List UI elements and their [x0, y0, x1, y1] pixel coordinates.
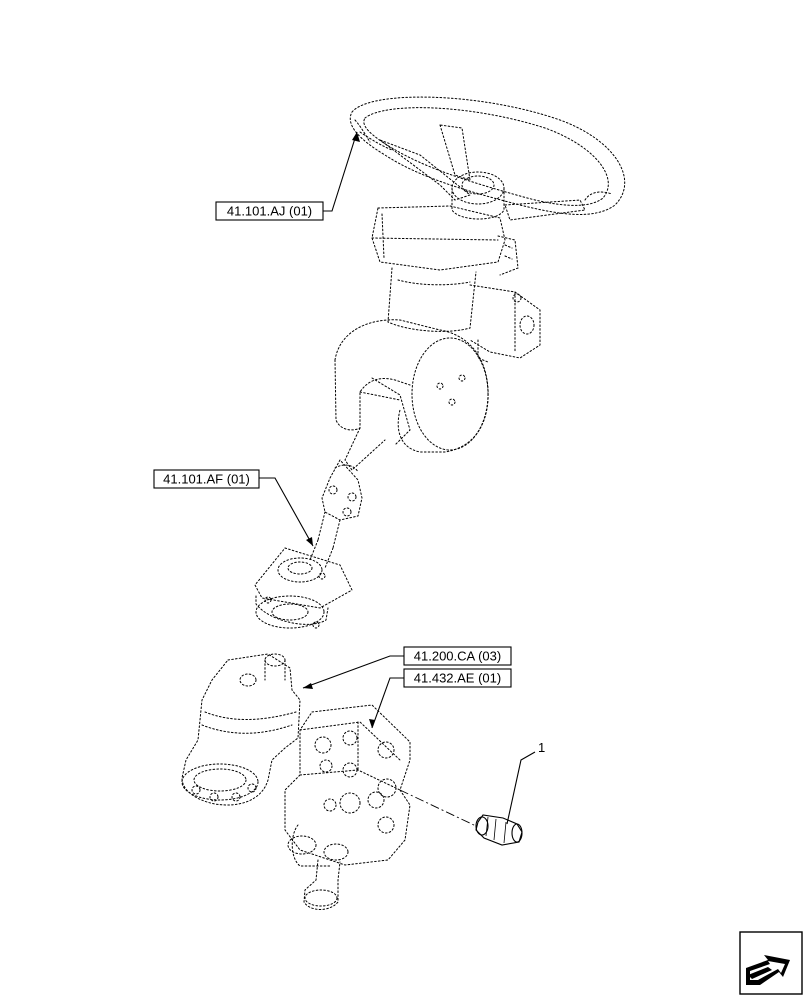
- steering-wheel-drawing: [349, 96, 626, 221]
- valve-block-drawing: [284, 704, 411, 910]
- mounting-flange: [254, 547, 353, 629]
- steering-column-head: [371, 205, 541, 363]
- item-number-1: 1: [538, 740, 545, 755]
- callout-steering-column-label: 41.101.AF (01): [163, 472, 250, 487]
- steering-motor-drawing: [181, 653, 301, 806]
- column-bracket: [334, 319, 489, 471]
- callout-steering-motor-label: 41.200.CA (03): [414, 649, 501, 664]
- callout-steering-column[interactable]: 41.101.AF (01): [153, 469, 260, 489]
- pressure-switch-drawing: [399, 789, 523, 846]
- leader-lines: [259, 131, 536, 825]
- next-page-arrow-icon[interactable]: [739, 931, 803, 995]
- callout-steering-wheel-label: 41.101.AJ (01): [227, 204, 312, 219]
- callout-valve-block[interactable]: 41.432.AE (01): [403, 668, 512, 688]
- callout-steering-motor[interactable]: 41.200.CA (03): [403, 646, 512, 666]
- universal-joint: [309, 459, 363, 569]
- callout-steering-wheel[interactable]: 41.101.AJ (01): [215, 201, 324, 221]
- callout-valve-block-label: 41.432.AE (01): [414, 671, 501, 686]
